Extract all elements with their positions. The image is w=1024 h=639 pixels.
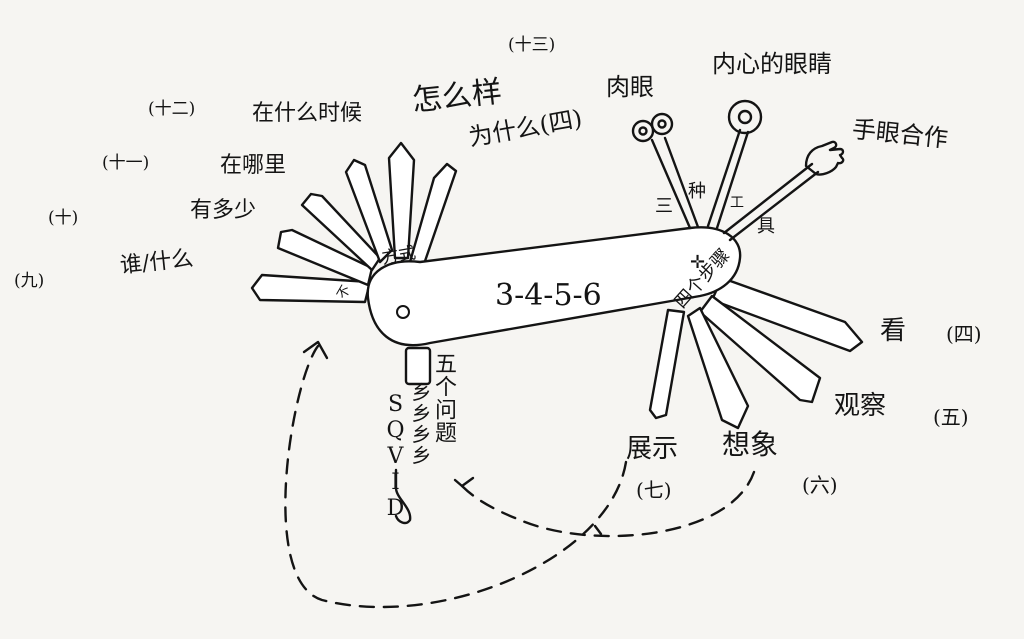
tab-five-questions <box>404 346 432 386</box>
label-sqvid: SQVID <box>383 392 408 522</box>
label-num-6: (六) <box>802 473 838 497</box>
label-five-questions: 五个问题 <box>431 352 456 444</box>
knife-body <box>366 226 742 347</box>
label-tool: 具 <box>757 216 775 237</box>
blade-show <box>648 308 686 420</box>
label-naked-eye: 肉眼 <box>606 73 654 101</box>
label-work: 工 <box>730 195 744 211</box>
flow-arrow-left <box>284 344 628 609</box>
naked-eye-icon <box>631 119 655 143</box>
label-when: 在什么时候 <box>252 101 363 126</box>
cross-icon: ✛ <box>690 252 705 273</box>
label-mind-eye: 内心的眼睛 <box>712 50 832 78</box>
rod-naked-eye <box>650 138 692 230</box>
blade-imagine <box>686 306 750 430</box>
label-kind: 种 <box>688 181 706 202</box>
rivet-icon <box>396 305 410 319</box>
hook-shape <box>394 486 412 525</box>
label-num-13: (十三) <box>508 35 556 55</box>
label-how-many: 有多少 <box>190 198 257 223</box>
hand-icon <box>804 140 845 176</box>
label-num-7: (七) <box>636 478 672 502</box>
label-show: 展示 <box>626 434 679 464</box>
label-observe: 观察 <box>834 391 887 421</box>
label-look: 看 <box>880 316 907 346</box>
rod-hand-eye <box>722 162 814 235</box>
blade-when <box>344 158 394 264</box>
rod-mind-eye <box>706 128 742 228</box>
blade-observe <box>698 294 822 404</box>
label-three: 三 <box>655 196 673 217</box>
flow-arrow-right <box>460 470 756 538</box>
label-num-9: (九) <box>14 271 45 291</box>
label-num-12: (十二) <box>148 99 196 119</box>
mind-eye-icon <box>727 99 763 135</box>
knife-body-label: 3-4-5-6 <box>495 278 602 313</box>
label-num-10: (十) <box>48 208 79 228</box>
label-spring-glyphs: 乡乡乡乡 <box>408 382 432 466</box>
blade-how <box>387 141 416 260</box>
label-num-4: (四) <box>946 322 982 346</box>
label-num-11: (十一) <box>102 153 150 173</box>
label-imagine: 想象 <box>722 428 779 461</box>
label-where: 在哪里 <box>220 153 287 178</box>
label-num-5: (五) <box>933 405 969 429</box>
blade-why <box>408 162 458 266</box>
